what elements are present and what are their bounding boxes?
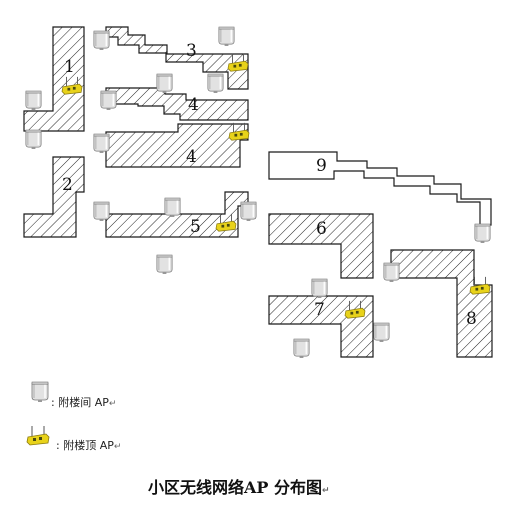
building-1: 1 (23, 26, 85, 132)
indoor-ap-icon (207, 73, 224, 94)
building-6-label: 6 (316, 219, 327, 239)
indoor-ap-icon (383, 262, 400, 283)
indoor-ap-icon (373, 322, 390, 343)
indoor-ap-icon (25, 129, 42, 150)
building-4-upper-label: 4 (188, 95, 199, 115)
diagram-title: 小区无线网络AP 分布图↵ (148, 478, 330, 497)
building-1-label: 1 (64, 57, 75, 77)
building-6: 6 (268, 213, 374, 279)
indoor-ap-icon (93, 30, 110, 51)
building-3: 3 (105, 26, 249, 90)
building-9-label: 9 (316, 156, 327, 176)
indoor-ap-icon (156, 254, 173, 275)
indoor-ap-icon (156, 73, 173, 94)
legend-indoor-ap-label: : 附楼间 AP↵ (51, 395, 116, 409)
indoor-ap-icon (100, 90, 117, 111)
indoor-ap-markers (25, 26, 491, 359)
indoor-ap-icon (93, 133, 110, 154)
indoor-ap-icon (311, 278, 328, 299)
building-5-label: 5 (190, 217, 201, 237)
building-4-upper: 4 (105, 87, 249, 121)
indoor-ap-icon (31, 381, 49, 403)
indoor-ap-icon (25, 90, 42, 111)
indoor-ap-icon (93, 201, 110, 222)
building-2: 2 (23, 156, 85, 238)
building-4-lower: 4 (105, 123, 249, 168)
building-2-label: 2 (62, 175, 73, 195)
legend: : 附楼间 AP↵ : 附楼顶 AP↵ (26, 381, 121, 452)
building-8: 8 (390, 249, 493, 358)
building-3-label: 3 (186, 41, 197, 61)
roof-ap-icon (26, 425, 50, 446)
building-8-label: 8 (466, 309, 477, 329)
indoor-ap-icon (474, 223, 491, 244)
building-4-lower-label: 4 (186, 147, 197, 167)
indoor-ap-icon (164, 197, 181, 218)
indoor-ap-icon (293, 338, 310, 359)
building-7: 7 (268, 295, 374, 358)
legend-roof-ap-label: : 附楼顶 AP↵ (56, 438, 121, 452)
indoor-ap-icon (218, 26, 235, 47)
indoor-ap-icon (240, 201, 257, 222)
building-7-label: 7 (314, 300, 325, 320)
